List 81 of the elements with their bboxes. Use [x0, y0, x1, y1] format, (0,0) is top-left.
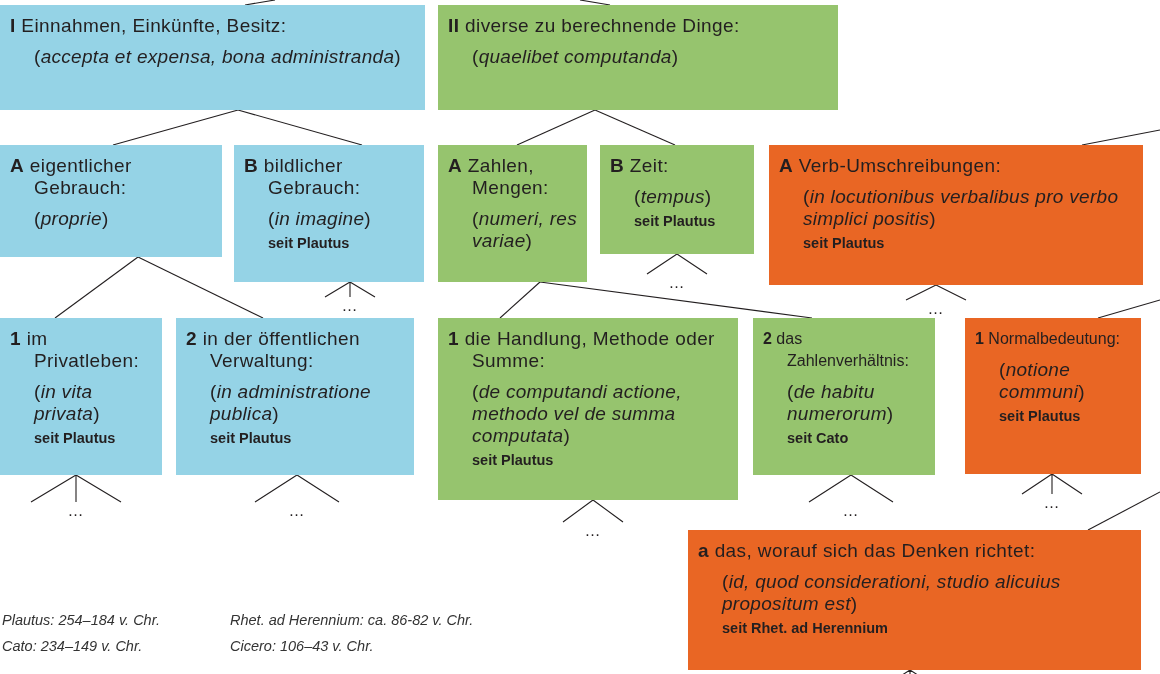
first-attestation-note: seit Cato: [787, 429, 850, 447]
latin-gloss: (numeri, res variae): [472, 208, 578, 252]
category-box: [176, 318, 414, 475]
connector-line: [244, 0, 276, 6]
category-box: [0, 145, 222, 257]
connector-line: [905, 284, 967, 301]
connector-line: [237, 109, 363, 146]
ellipsis: …: [335, 299, 365, 313]
ellipsis: …: [61, 504, 91, 518]
latin-gloss: (proprie): [34, 208, 110, 230]
latin-gloss: (in imagine): [268, 208, 372, 230]
latin-gloss: (accepta et expensa, bona administranda): [34, 46, 402, 68]
category-box: [438, 5, 838, 110]
latin-gloss: (in vita privata): [34, 381, 101, 425]
date-footnote: Cicero: 106–43 v. Chr.: [230, 638, 374, 654]
category-heading: I Einnahmen, Einkünfte, Besitz:: [10, 15, 288, 37]
date-footnote: Cato: 234–149 v. Chr.: [2, 638, 143, 654]
latin-gloss: (id, quod considerationi, studio alicuius propositum est): [722, 571, 1062, 615]
category-box: [688, 530, 1141, 670]
latin-gloss: (in administratione publica): [210, 381, 372, 425]
category-box: [769, 145, 1143, 285]
connector-line: [112, 109, 239, 146]
first-attestation-note: seit Plautus: [268, 234, 351, 252]
category-box: [234, 145, 424, 282]
category-box: [0, 318, 162, 475]
first-attestation-note: seit Plautus: [999, 407, 1082, 425]
first-attestation-note: seit Rhet. ad Herennium: [722, 619, 889, 637]
connector-line: [516, 109, 596, 146]
connector-line: [137, 256, 264, 319]
connector-line: [562, 499, 624, 523]
category-heading: B Zeit:: [610, 155, 670, 177]
ellipsis: …: [836, 504, 866, 518]
ellipsis: …: [578, 524, 608, 538]
connector-line: [1097, 299, 1160, 319]
category-heading: 1 die Handlung, Methode oder Summe:: [448, 328, 716, 372]
category-heading: A eigentlicher Gebrauch:: [10, 155, 133, 199]
date-footnote: Rhet. ad Herennium: ca. 86-82 v. Chr.: [230, 612, 474, 628]
category-heading: A Verb-Umschreibungen:: [779, 155, 1003, 177]
category-heading: II diverse zu berechnende Dinge:: [448, 15, 741, 37]
category-box: [600, 145, 754, 254]
connector-line: [594, 109, 676, 146]
first-attestation-note: seit Plautus: [210, 429, 293, 447]
first-attestation-note: seit Plautus: [634, 212, 717, 230]
latin-gloss: (notione communi): [999, 359, 1086, 403]
ellipsis: …: [1037, 496, 1067, 510]
connector-line: [1021, 473, 1083, 495]
connector-line: [1081, 129, 1160, 146]
connector-line: [579, 0, 611, 6]
connector-line: [30, 474, 122, 503]
category-box: [438, 145, 587, 282]
category-heading: A Zahlen, Mengen:: [448, 155, 550, 199]
category-heading: 2 das Zahlenverhältnis:: [763, 329, 910, 371]
category-box: [438, 318, 738, 500]
category-box: [0, 5, 425, 110]
latin-gloss: (de habitu numerorum): [787, 381, 895, 425]
connector-line: [254, 474, 340, 503]
latin-gloss: (in locutionibus verbalibus pro verbo simplici positis): [803, 186, 1120, 230]
category-heading: 2 in der öffentlichen Verwaltung:: [186, 328, 361, 372]
date-footnote: Plautus: 254–184 v. Chr.: [2, 612, 160, 628]
first-attestation-note: seit Plautus: [472, 451, 555, 469]
connector-line: [324, 281, 376, 298]
first-attestation-note: seit Plautus: [34, 429, 117, 447]
ellipsis: …: [282, 504, 312, 518]
category-heading: 1 Normalbedeutung:: [975, 329, 1121, 349]
category-box: [965, 318, 1141, 474]
connector-line: [499, 281, 541, 319]
latin-gloss: (de computandi actione, methodo vel de summa computata): [472, 381, 683, 447]
category-heading: a das, worauf sich das Denken richtet:: [698, 540, 1037, 562]
connector-line: [539, 281, 813, 319]
latin-gloss: (quaelibet computanda): [472, 46, 680, 68]
connector-line: [808, 474, 894, 503]
first-attestation-note: seit Plautus: [803, 234, 886, 252]
connector-line: [54, 256, 139, 319]
ellipsis: …: [921, 302, 951, 316]
connector-line: [646, 253, 708, 275]
ellipsis: …: [662, 276, 692, 290]
category-heading: B bildlicher Gebrauch:: [244, 155, 362, 199]
latin-gloss: (tempus): [634, 186, 713, 208]
category-heading: 1 im Privatleben:: [10, 328, 141, 372]
category-box: [753, 318, 935, 475]
connector-line: [1087, 491, 1160, 531]
